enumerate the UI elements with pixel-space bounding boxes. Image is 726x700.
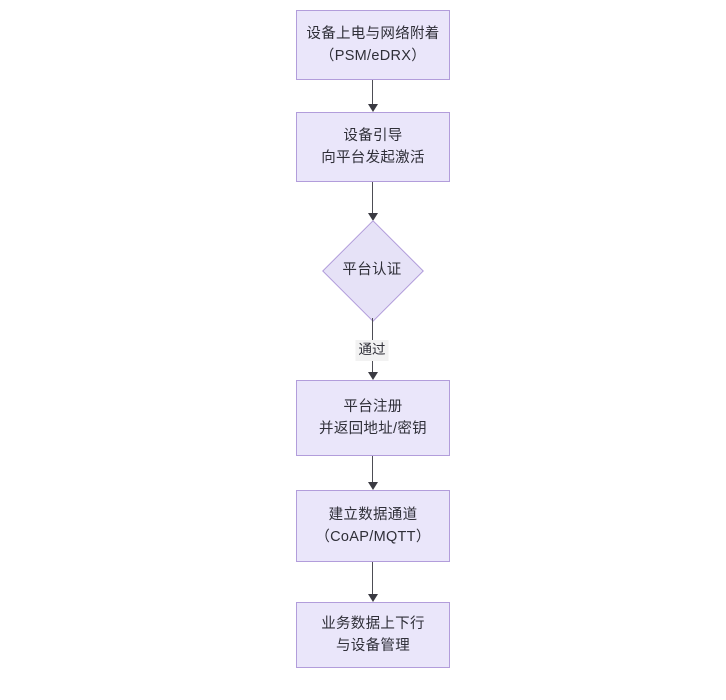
connector-arrowhead-3 [368,372,378,380]
flow-node-line: 向平台发起激活 [321,150,425,166]
flow-node-business-data-device-management[interactable]: 业务数据上下行 与设备管理 [296,602,450,668]
connector-arrowhead-2 [368,213,378,221]
flow-node-device-bootstrap-activation[interactable]: 设备引导 向平台发起激活 [296,112,450,182]
flow-node-line: 建立数据通道 [328,506,418,523]
flow-node-establish-data-channel[interactable]: 建立数据通道 （CoAP/MQTT） [296,490,450,562]
flow-node-line: 设备引导 [343,127,403,144]
connector-line-2 [372,182,373,214]
flow-node-line: （PSM/eDRX） [319,48,427,64]
connector-line-1 [372,80,373,105]
flow-node-platform-authentication[interactable]: 平台认证 [322,220,424,322]
flow-node-line: 设备上电与网络附着 [306,25,440,42]
flow-node-line: 业务数据上下行 [321,615,425,632]
flow-node-power-on-network-attach[interactable]: 设备上电与网络附着 （PSM/eDRX） [296,10,450,80]
edge-label-pass: 通过 [355,340,389,361]
connector-arrowhead-5 [368,594,378,602]
flow-node-line: 平台注册 [343,398,403,415]
connector-line-4 [372,456,373,483]
connector-line-5 [372,562,373,595]
flow-node-line: 并返回地址/密钥 [319,421,427,437]
connector-arrowhead-4 [368,482,378,490]
flow-node-platform-registration[interactable]: 平台注册 并返回地址/密钥 [296,380,450,456]
flow-node-line: 平台认证 [342,261,402,278]
connector-arrowhead-1 [368,104,378,112]
flow-node-line: （CoAP/MQTT） [315,529,431,545]
flow-node-line: 与设备管理 [336,638,410,654]
